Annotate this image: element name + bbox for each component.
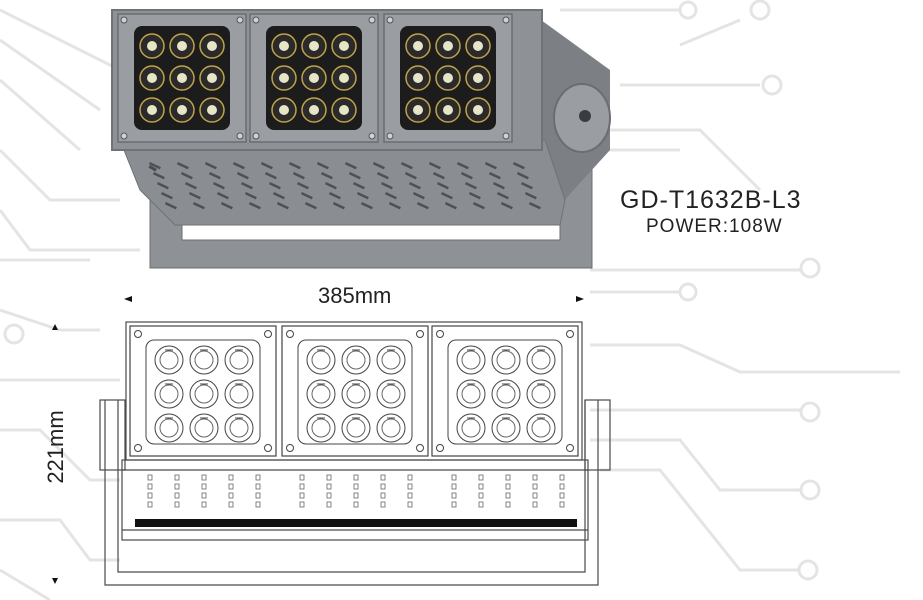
model-code: GD-T1632B-L3 xyxy=(620,186,802,214)
technical-drawing xyxy=(52,296,611,586)
height-dimension-label: 221mm xyxy=(43,410,68,484)
product-3d-render xyxy=(111,9,611,269)
led-module-drawing xyxy=(129,325,277,457)
led-module-render xyxy=(117,13,247,143)
power-rating: POWER:108W xyxy=(646,216,783,237)
led-module-drawing xyxy=(431,325,579,457)
width-dimension-label: 385mm xyxy=(318,283,392,308)
led-module-render xyxy=(383,13,513,143)
led-module-drawing xyxy=(281,325,429,457)
led-module-render xyxy=(249,13,379,143)
